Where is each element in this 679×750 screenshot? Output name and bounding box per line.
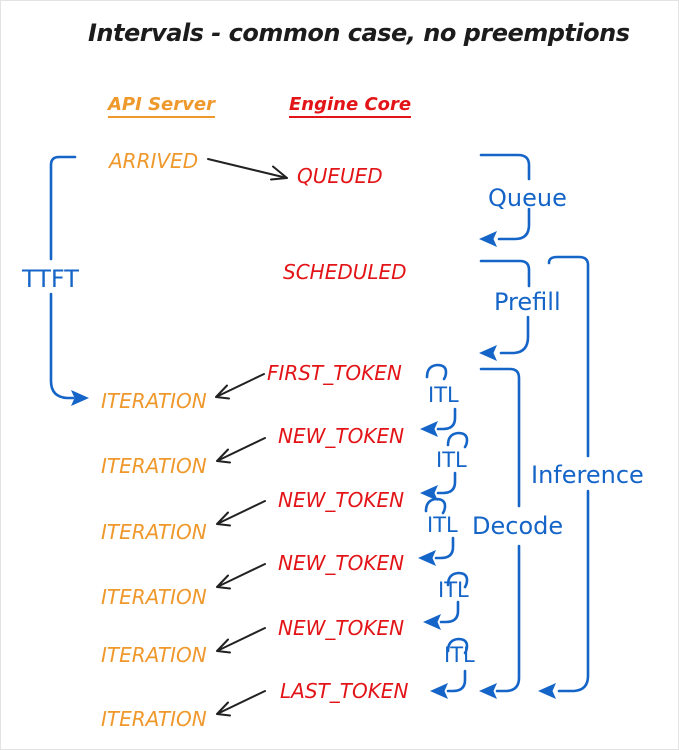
itl-hook-icon-4 [446, 571, 469, 589]
inference-bracket-arrow-icon [538, 255, 590, 699]
engine-core-header: Engine Core [289, 94, 412, 118]
new-token-to-iteration-arrow-icon-3 [216, 563, 266, 590]
last-token-to-iteration-arrow-icon [216, 690, 266, 717]
itl-hook-icon-2 [446, 431, 469, 449]
itl-arrow-icon-5 [430, 669, 467, 699]
ttft-bracket-arrow-icon [49, 155, 89, 406]
inference-label: Inference [531, 461, 644, 489]
itl-label-2: ITL [436, 448, 467, 472]
event-new-token-3: NEW_TOKEN [278, 551, 405, 575]
new-token-to-iteration-arrow-icon-2 [216, 500, 266, 527]
itl-hook-icon-3 [424, 497, 447, 515]
event-iteration-6: ITERATION [101, 707, 207, 731]
event-new-token-1: NEW_TOKEN [278, 424, 405, 448]
arrived-to-queued-arrow-icon [207, 158, 288, 181]
event-scheduled: SCHEDULED [283, 260, 407, 284]
event-iteration-1: ITERATION [101, 389, 207, 413]
event-new-token-4: NEW_TOKEN [278, 616, 405, 640]
queue-label: Queue [488, 184, 567, 212]
itl-arrow-icon-2 [420, 471, 457, 501]
first-token-to-iteration-arrow-icon [215, 373, 265, 400]
event-iteration-3: ITERATION [101, 520, 207, 544]
event-first-token: FIRST_TOKEN [267, 361, 402, 385]
itl-arrow-icon-1 [420, 407, 457, 437]
itl-arrow-icon-4 [423, 600, 460, 630]
prefill-bracket-arrow-icon [479, 259, 531, 361]
decode-bracket-arrow-icon [479, 367, 521, 699]
decode-label: Decode [472, 512, 564, 540]
prefill-label: Prefill [494, 288, 561, 316]
itl-hook-icon-5 [446, 637, 469, 655]
itl-hook-icon-1 [425, 363, 448, 381]
queue-bracket-arrow-icon [479, 153, 531, 247]
itl-label-4: ITL [438, 578, 469, 602]
event-iteration-2: ITERATION [101, 454, 207, 478]
diagram-title: Intervals - common case, no preemptions [88, 19, 630, 47]
itl-label-3: ITL [427, 513, 458, 537]
event-iteration-4: ITERATION [101, 585, 207, 609]
new-token-to-iteration-arrow-icon-1 [216, 437, 266, 464]
event-arrived: ARRIVED [109, 149, 199, 173]
event-last-token: LAST_TOKEN [280, 679, 409, 703]
event-queued: QUEUED [297, 164, 383, 188]
api-server-header: API Server [108, 94, 215, 118]
new-token-to-iteration-arrow-icon-4 [216, 627, 266, 654]
itl-arrow-icon-3 [418, 536, 455, 566]
itl-label-1: ITL [428, 383, 459, 407]
event-new-token-2: NEW_TOKEN [278, 488, 405, 512]
event-iteration-5: ITERATION [101, 643, 207, 667]
ttft-label: TTFT [22, 265, 79, 293]
